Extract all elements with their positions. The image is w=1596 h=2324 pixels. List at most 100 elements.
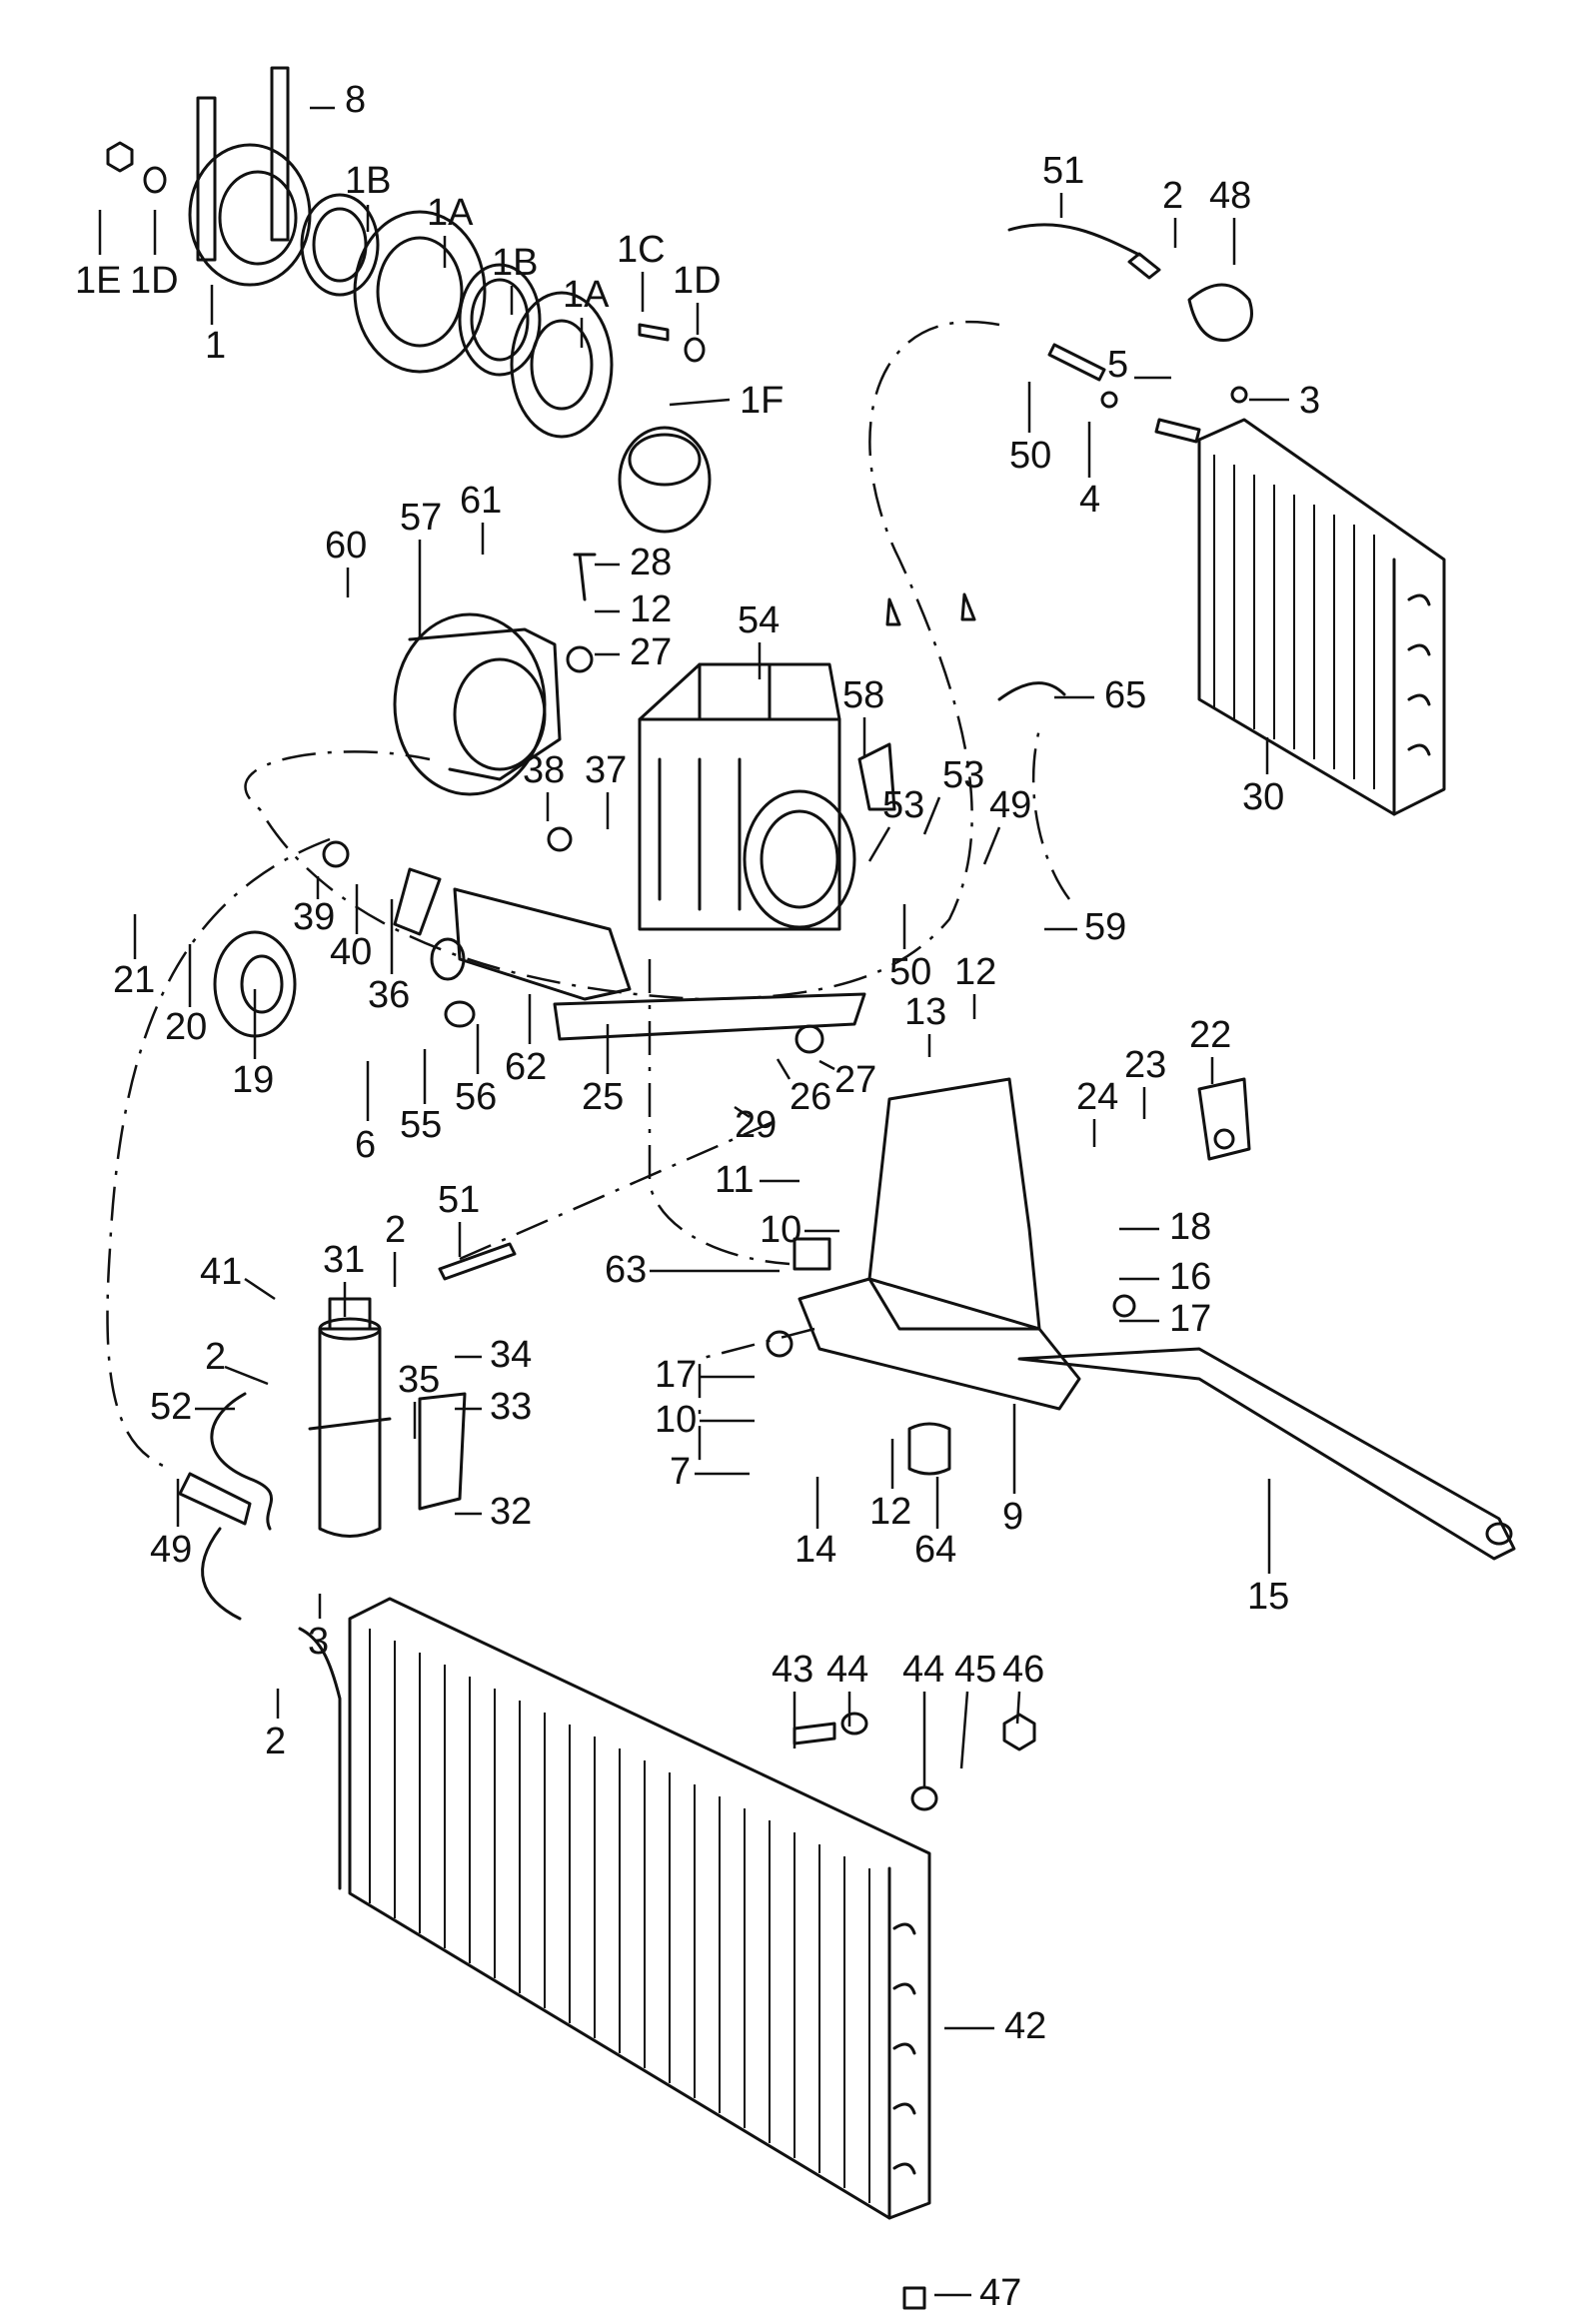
callout-number: 30: [1242, 776, 1284, 818]
callout-number: 8: [345, 79, 366, 121]
callout-c-4: 4: [1079, 422, 1100, 521]
callout-number: 2: [385, 1209, 406, 1251]
callout-c-38: 38: [523, 749, 565, 821]
callout-number: 43: [772, 1649, 813, 1691]
leader-line: [959, 1691, 969, 1769]
callout-number: 2: [1162, 175, 1183, 217]
callout-c-5: 5: [1107, 344, 1171, 386]
callout-c-51-a: 51: [1042, 150, 1084, 218]
callout-c-43: 43: [772, 1649, 813, 1748]
callout-number: 17: [655, 1354, 697, 1396]
callout-number: 25: [582, 1076, 624, 1118]
callout-c-12-b: 12: [954, 951, 996, 1019]
callout-c-1A-a: 1A: [427, 192, 474, 268]
callout-number: 51: [438, 1179, 480, 1221]
callout-number: 10: [760, 1209, 801, 1251]
callout-c-57: 57: [400, 497, 442, 639]
callout-number: 27: [630, 631, 672, 673]
callout-number: 11: [715, 1159, 754, 1201]
callout-c-1E: 1E: [75, 210, 121, 302]
callout-c-21: 21: [113, 914, 155, 1001]
callout-number: 9: [1002, 1496, 1023, 1538]
callout-number: 14: [795, 1529, 836, 1571]
callout-c-64: 64: [914, 1477, 956, 1571]
leader-line: [224, 1365, 269, 1386]
callout-c-33: 33: [455, 1386, 532, 1428]
callout-c-7: 7: [670, 1451, 750, 1493]
callout-c-59: 59: [1044, 906, 1126, 948]
callout-number: 1B: [492, 242, 538, 284]
callout-number: 50: [889, 951, 931, 993]
callout-c-50-b: 50: [889, 904, 931, 993]
callout-number: 28: [630, 542, 672, 583]
callout-number: 32: [490, 1491, 532, 1533]
callout-number: 22: [1189, 1014, 1231, 1056]
callout-number: 64: [914, 1529, 956, 1571]
callout-c-20: 20: [165, 944, 207, 1048]
callout-number: 18: [1169, 1206, 1211, 1248]
callout-c-49-a: 49: [982, 784, 1031, 865]
callout-c-22: 22: [1189, 1014, 1231, 1084]
callout-number: 4: [1079, 479, 1100, 521]
callout-c-56: 56: [455, 1024, 497, 1118]
callout-number: 26: [790, 1076, 831, 1118]
callout-c-13: 13: [904, 991, 946, 1057]
callout-c-16: 16: [1119, 1256, 1211, 1298]
callout-number: 47: [979, 2272, 1021, 2314]
condenser: [298, 1597, 1036, 2310]
callout-number: 1D: [130, 260, 179, 302]
callout-number: 38: [523, 749, 565, 791]
callout-number: 2: [265, 1721, 286, 1762]
callout-number: 36: [368, 974, 410, 1016]
callout-number: 53: [942, 754, 984, 796]
callout-c-30: 30: [1242, 737, 1284, 818]
receiver-drier: [178, 1242, 517, 1621]
callout-number: 19: [232, 1059, 274, 1101]
callout-c-36: 36: [368, 899, 410, 1016]
callout-number: 27: [834, 1059, 876, 1101]
callout-c-8: 8: [310, 79, 366, 121]
callout-number: 56: [455, 1076, 497, 1118]
callout-number: 51: [1042, 150, 1084, 192]
callout-c-34: 34: [455, 1334, 532, 1376]
callout-c-48: 48: [1209, 175, 1251, 265]
leader-line: [982, 826, 1001, 865]
callout-c-60: 60: [325, 525, 367, 597]
callout-c-9: 9: [1002, 1404, 1023, 1538]
callout-c-1F: 1F: [669, 380, 784, 422]
callout-c-12-a: 12: [595, 588, 672, 630]
callout-c-41: 41: [200, 1251, 276, 1301]
callout-c-17-b: 17: [655, 1354, 755, 1396]
callout-number: 12: [630, 588, 672, 630]
callout-c-10-a: 10: [760, 1209, 839, 1251]
callout-c-63: 63: [605, 1249, 780, 1291]
callout-c-27-a: 27: [595, 631, 672, 673]
callout-c-44-b: 44: [902, 1649, 944, 1788]
callout-c-40: 40: [330, 884, 372, 973]
callout-c-29: 29: [734, 1104, 777, 1146]
callout-number: 24: [1076, 1076, 1118, 1118]
leader-line: [734, 1105, 751, 1119]
callout-c-10-b: 10: [655, 1399, 755, 1441]
callout-c-2-c: 2: [205, 1336, 269, 1386]
callout-c-15: 15: [1247, 1479, 1289, 1618]
callout-number: 6: [355, 1124, 376, 1166]
callout-c-61: 61: [460, 480, 502, 555]
callout-number: 45: [954, 1649, 996, 1691]
callout-c-3-a: 3: [1249, 380, 1320, 422]
evaporator: [885, 223, 1446, 816]
callout-number: 55: [400, 1104, 442, 1146]
callout-c-49-b: 49: [150, 1479, 192, 1571]
compressor-assembly: [213, 553, 896, 1054]
callout-c-39: 39: [293, 876, 335, 938]
callout-c-42: 42: [944, 2005, 1046, 2047]
callout-c-28: 28: [595, 542, 672, 583]
callout-number: 49: [150, 1529, 192, 1571]
callout-c-2-b: 2: [385, 1209, 406, 1287]
callout-c-62: 62: [505, 994, 547, 1088]
callout-number: 15: [1247, 1576, 1289, 1618]
callout-number: 57: [400, 497, 442, 539]
